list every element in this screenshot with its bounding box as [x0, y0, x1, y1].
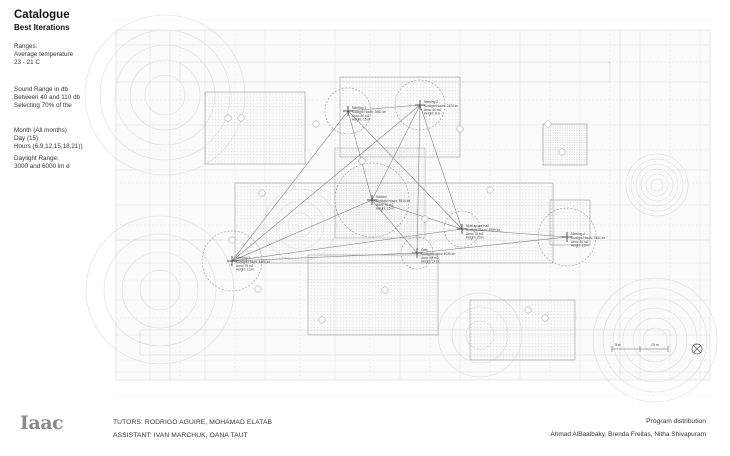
sound-label: Sound Range in db [14, 86, 68, 93]
ranges-block: Ranges: Average temperature 23 - 21 C [14, 43, 73, 67]
influence-circles [201, 79, 597, 292]
program-distribution-label: Program distribution [646, 418, 706, 425]
node-detail: Area: 80 m2 [571, 240, 589, 244]
sound-block: Sound Range in db Between 40 and 110 db … [14, 86, 80, 110]
building-masses [204, 76, 591, 361]
node-detail: Height: 13 m [571, 244, 589, 248]
node-label: Multi-space Hall [466, 224, 489, 228]
node-detail: Sunlight Hours: 4406 lm [236, 260, 270, 264]
month-label: Month (All months) [14, 127, 67, 134]
node-label: Meeting 3 [236, 256, 250, 260]
north-arrow-icon [691, 343, 703, 355]
node-detail: Height: 13 m [236, 268, 254, 272]
node-detail: Sunlight Hours: 3914 lm [376, 199, 410, 203]
program-connections [231, 104, 568, 262]
assistant-text: ASSISTANT: IVAN MARCHUK, OANA TAUT [113, 432, 248, 439]
authors-text: Ahmad AlBaalbaky, Brenda Freitas, Nitha … [550, 431, 706, 438]
node-detail: Area: 60 m2 [421, 256, 439, 260]
zone-markers [224, 114, 566, 324]
sound-rings [84, 14, 718, 403]
day-label: Day (15) [14, 135, 39, 143]
node-detail: Height: 8 m [424, 112, 441, 116]
node-detail: Sunlight Hours: 2424 lm [424, 104, 458, 108]
node-detail: Area: 60 m2 [424, 108, 442, 112]
node-detail: Area: 75 m2 [236, 264, 254, 268]
node-detail: Sunlight Hours: 5999 lm [466, 228, 500, 232]
node-label: Meeting 2 [424, 100, 438, 104]
daylight-block: Daylight Range: 3000 and 6000 lm e [14, 155, 70, 171]
node-detail: Area: 70 m2 [376, 203, 394, 207]
node-detail: Sunlight Hours: 3961 lm [352, 110, 386, 114]
node-detail: Sunlight Hours: 4036 lm [421, 252, 455, 256]
daylight-value: 3000 and 6000 lm e [14, 163, 70, 171]
node-detail: Sunlight Hours: 7551 lm [571, 236, 605, 240]
temperature-value: 23 - 21 C [14, 59, 40, 67]
path-bands [116, 30, 710, 380]
page-title: Catalogue [14, 9, 70, 21]
node-label: Cafe [421, 248, 428, 252]
node-label: Kitchen [376, 195, 387, 199]
scale-label-10: 10 m [651, 343, 659, 347]
sound-selecting: Selecting 70% of the [14, 102, 72, 110]
hours-label: Hours (6,9,12,15,18,21)) [14, 143, 83, 151]
ranges-heading: Ranges: [14, 43, 38, 50]
node-detail: Height: 14 m [421, 260, 439, 264]
tutors-text: TUTORS: RODRIGO AGUIRE, MOHAMAD ELATAB [113, 419, 273, 426]
node-detail: Height: 15 m [376, 207, 394, 211]
node-detail: Area: 75 m2 [466, 232, 484, 236]
temperature-label: Average temperature [14, 51, 74, 59]
node-detail: Height: 13 m [466, 236, 484, 240]
iaac-logo: Iaac [20, 412, 64, 434]
node-label: Meeting 4 [571, 232, 585, 236]
node-detail: Height: 15 m [352, 118, 370, 122]
sound-between: Between 40 and 110 db [14, 94, 81, 102]
page-subtitle: Best Iterations [14, 23, 70, 32]
scale-bar: 5 m 10 m [611, 343, 669, 352]
time-block: Month (All months) Day (15) Hours (6,9,1… [14, 127, 83, 151]
daylight-label: Daylight Range: [14, 155, 59, 162]
node-label: Meeting 1 [352, 106, 366, 110]
scale-label-5: 5 m [615, 343, 621, 347]
node-detail: Area: 80 m2 [352, 114, 370, 118]
